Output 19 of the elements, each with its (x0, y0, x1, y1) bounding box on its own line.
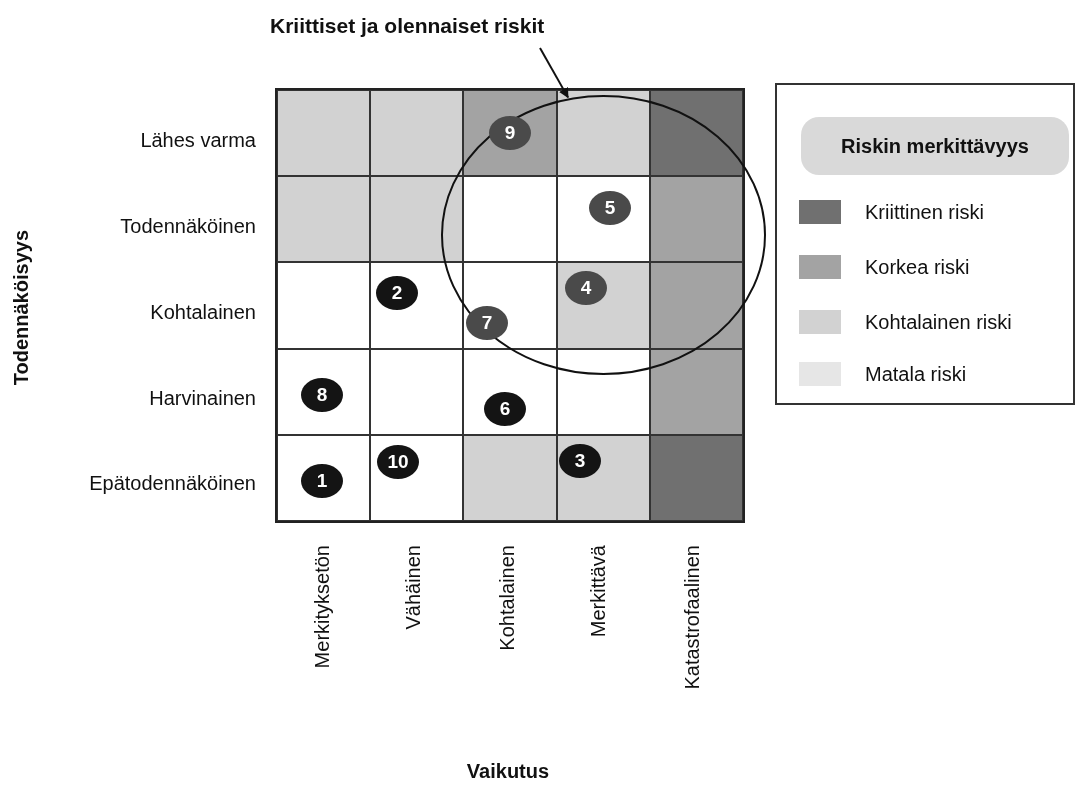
axis-title: Todennäköisyys (10, 230, 33, 386)
legend-label: Kohtalainen riski (865, 310, 1012, 334)
row-label: Todennäköinen (120, 214, 256, 238)
legend-label: Matala riski (865, 362, 967, 386)
legend-label: Kriittinen riski (865, 200, 984, 224)
column-label: Katastrofaalinen (680, 545, 704, 690)
legend-label: Korkea riski (865, 255, 970, 279)
row-label: Harvinainen (149, 386, 256, 410)
column-label: Merkittävä (586, 545, 610, 638)
column-label: Merkityksetön (310, 545, 334, 669)
row-label: Epätodennäköinen (89, 471, 256, 495)
legend-title: Riskin merkittävyys (801, 117, 1069, 175)
row-label: Kohtalainen (150, 300, 256, 324)
callout-title: Kriittiset ja olennaiset riskit (270, 14, 545, 38)
column-label: Vähäinen (401, 545, 425, 630)
axis-title: Vaikutus (466, 760, 550, 783)
column-label: Kohtalainen (495, 545, 519, 651)
arrow (539, 47, 569, 99)
row-label: Lähes varma (140, 128, 256, 152)
